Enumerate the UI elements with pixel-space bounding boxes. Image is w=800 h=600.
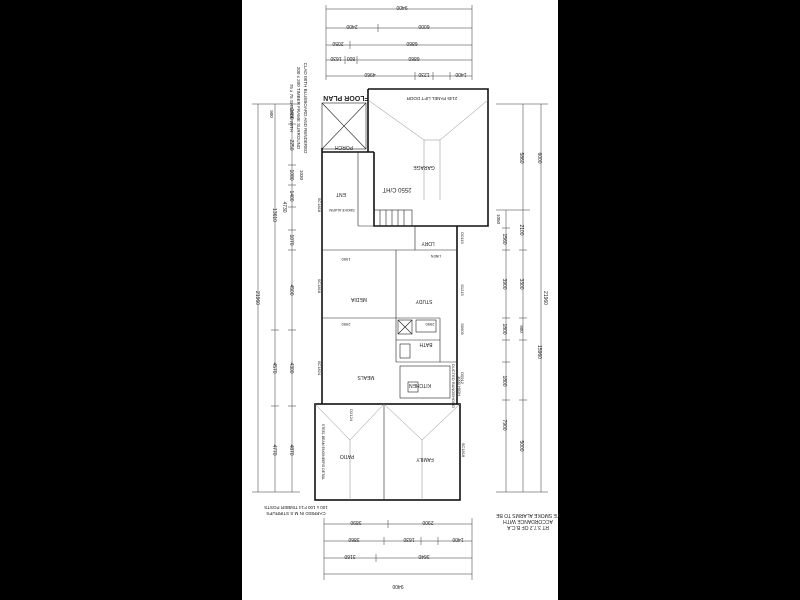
smoke-alarm-label: SMOKE ALARM: [329, 208, 355, 212]
dim-text: 1630: [330, 55, 341, 61]
door-label: 2145 PANEL LIFT DOOR: [406, 96, 457, 101]
dim-text: 2900: [422, 519, 433, 525]
top-dimensions: 9400 2400 6000 2050 6860 1630 800 6860 4…: [325, 4, 473, 80]
right-dimensions: 21960 6000 15960 5860 2100 1560 3900 330…: [496, 103, 548, 493]
dim-text: 4570: [271, 362, 277, 373]
smoke-note: ACCORDANCE WITH: [503, 518, 553, 524]
ceiling-height: 2550 C/HT: [382, 186, 411, 192]
dim-text: 4730: [281, 201, 287, 212]
room-bath: BATH: [419, 341, 432, 347]
bottom-dimensions: 3890 2900 3860 1630 1400 3160 3640 9400: [323, 518, 473, 589]
dim-text: 13610: [271, 208, 277, 222]
dim-text: 1230: [418, 71, 429, 77]
left-dimensions: 21960 13610 4570 4770 2400 2250 1080 140…: [252, 103, 304, 493]
door-code: SC1818: [317, 279, 322, 294]
dim-text: 1400: [452, 536, 463, 542]
room-kitchen: KITCHEN: [409, 382, 431, 388]
porch-note: CLAD WITH BLUEBOARD AND RENDERED: [303, 63, 308, 155]
floor-plan-title: FLOOR PLAN: [323, 94, 369, 101]
dim-text: 1030: [299, 170, 304, 181]
dim-text: 1070: [288, 234, 294, 245]
dim-text: 6000: [418, 23, 429, 29]
kitchen-note: DUCTED RANGEHOOD: [451, 364, 456, 408]
dim-text: 2990: [425, 322, 435, 327]
dim-text: 1400: [455, 71, 466, 77]
dim-text: 4770: [271, 444, 277, 455]
door-code: S0609: [460, 323, 465, 335]
room-ldry: LDRY: [421, 240, 435, 246]
dim-text: 1400: [288, 190, 294, 201]
room-family: FAMILY: [416, 456, 434, 462]
door-code: SC1818: [461, 443, 466, 458]
room-study: STUDY: [415, 298, 433, 304]
dim-text: 3890: [350, 519, 361, 525]
dim-text: 3860: [348, 536, 359, 542]
dim-text: 4960: [364, 71, 375, 77]
dim-text: 6860: [406, 40, 417, 46]
dim-text: 3640: [418, 553, 429, 559]
dim-text: 4500: [288, 284, 294, 295]
door-code: SC1824: [317, 361, 322, 376]
dim-text: 3900: [501, 278, 507, 289]
dim-text: 2050: [332, 40, 343, 46]
dim-text: 1630: [403, 536, 414, 542]
dim-text: 1050: [496, 214, 501, 225]
left-overall-dim: 21960: [254, 291, 260, 305]
dim-text: 4870: [288, 444, 294, 455]
dim-text: 3300: [518, 278, 524, 289]
room-patio: PATIO: [340, 453, 354, 459]
dim-text: 800: [347, 55, 356, 61]
door-code: D0115: [460, 232, 465, 244]
room-garage: GARAGE: [413, 164, 435, 170]
right-overall-dim: 21960: [542, 291, 548, 305]
kitchen-note: 1000 HIGH: [457, 376, 462, 396]
dim-text: 6860: [408, 55, 419, 61]
dim-text: 3160: [344, 553, 355, 559]
dim-text: 1800: [501, 323, 507, 334]
dim-text: 1560: [501, 233, 507, 244]
dim-text: 4300: [288, 362, 294, 373]
dim-text: 900: [519, 325, 524, 333]
dim-text: 2100: [518, 224, 524, 235]
dim-text: 7900: [501, 419, 507, 430]
dim-text: 5860: [518, 152, 524, 163]
bottom-overall-dim: 9400: [392, 583, 403, 589]
dim-text: 5000: [518, 440, 524, 451]
door-code: S1215: [460, 284, 465, 296]
door-code: SC1818: [317, 198, 322, 213]
porch-note: 75 x 75 SHS COL WITH: [289, 84, 294, 132]
dim-text: 1950: [341, 257, 351, 262]
dim-text: 2400: [288, 108, 294, 119]
room-porch: PORCH: [335, 144, 353, 150]
smoke-note: TE SMOKE ALARMS TO BE: [495, 512, 559, 518]
dim-text: 2250: [288, 139, 294, 150]
room-meals: MEALS: [357, 374, 375, 380]
post-note: CARRIED IN M.S STIRRUPS: [266, 511, 325, 516]
linen-label: LINEN: [430, 254, 441, 258]
dim-text: 900: [269, 110, 274, 118]
room-media: MEDIA: [350, 296, 367, 302]
plan-labels: FLOOR PLAN 2145 PANEL LIFT DOOR 75 x 75 …: [264, 63, 560, 530]
porch-note: 200 x 200 TIMBER FRAME SURROUND: [296, 67, 301, 150]
building-walls: [314, 88, 489, 501]
dim-text: 2990: [341, 322, 351, 327]
post-note: 100 x 100 F14 TIMBER POSTS: [264, 505, 327, 510]
dim-text: 6000: [536, 152, 542, 163]
smoke-note: RT 3.7.2 OF B.C.A: [506, 524, 548, 530]
door-code: D0912: [460, 372, 465, 385]
dim-text: 2400: [346, 23, 357, 29]
door-code: D2124: [349, 409, 354, 422]
top-overall-dim: 9400: [396, 4, 407, 10]
dim-text: 1800: [501, 375, 507, 386]
beam-note: STEEL BEAM ENGINEERS DETAIL: [321, 424, 325, 480]
dim-text: 15960: [536, 345, 542, 359]
room-ent: ENT: [336, 191, 346, 197]
dim-text: 1080: [288, 169, 294, 180]
